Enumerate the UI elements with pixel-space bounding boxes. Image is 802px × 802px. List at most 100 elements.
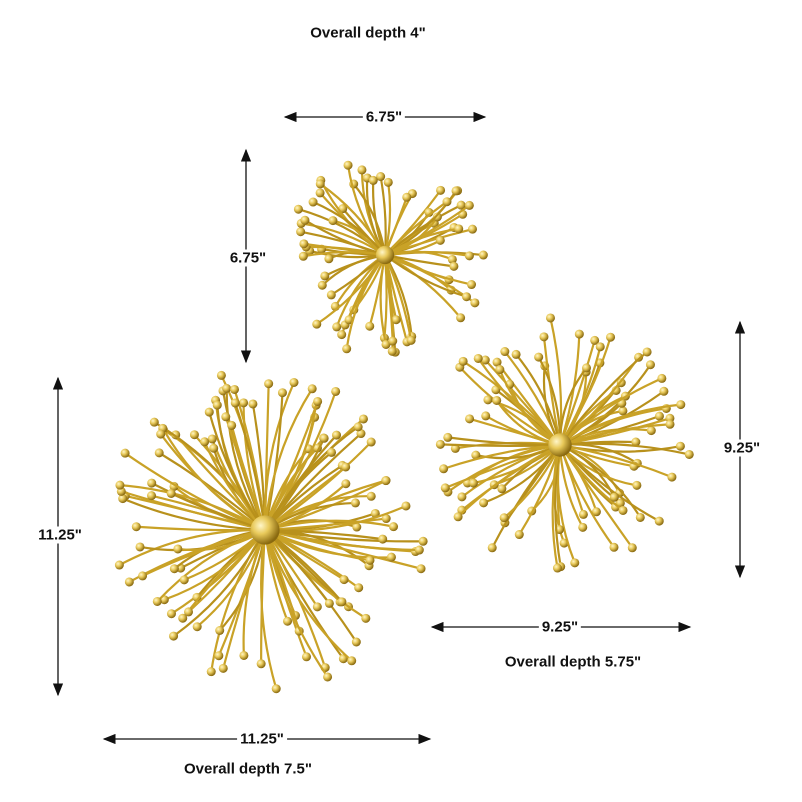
small-width-label: 6.75" <box>362 108 406 126</box>
ball-tip <box>453 512 463 522</box>
ball-tip <box>178 613 188 623</box>
ball-tip <box>458 356 468 366</box>
ball-tip <box>500 347 510 357</box>
ball-tip <box>312 319 322 329</box>
ball-tip <box>470 298 480 308</box>
ball-tip <box>337 330 347 340</box>
ball-tip <box>634 352 644 362</box>
ball-tip <box>221 412 231 422</box>
ball-tip <box>366 437 376 447</box>
ball-tip <box>365 321 375 331</box>
ball-tip <box>383 177 393 187</box>
ball-tip <box>120 448 130 458</box>
ball-tip <box>456 200 466 210</box>
ball-tip <box>609 492 619 502</box>
ball-tip <box>391 315 401 325</box>
ball-tip <box>192 592 202 602</box>
ball-tip <box>447 254 457 264</box>
large-depth-label: Overall depth 7.5" <box>181 760 315 778</box>
ball-tip <box>315 179 325 189</box>
large-height-label: 11.25" <box>35 526 85 544</box>
ball-tip <box>467 280 477 290</box>
ball-tip <box>339 575 349 585</box>
ball-tip <box>342 344 352 354</box>
ball-tip <box>179 575 189 585</box>
ball-tip <box>227 420 237 430</box>
ball-tip <box>381 339 391 349</box>
ball-tip <box>357 165 367 175</box>
ball-tip <box>307 384 317 394</box>
ball-tip <box>635 512 645 522</box>
ball-tip <box>293 204 303 214</box>
ball-tip <box>230 384 240 394</box>
ball-tip <box>492 357 502 367</box>
ball-tip <box>481 411 491 421</box>
ball-tip <box>483 395 493 405</box>
ball-tip <box>439 464 449 474</box>
ball-tip <box>456 313 466 323</box>
ball-tip <box>464 200 474 210</box>
ball-tip <box>402 192 412 202</box>
ball-tip <box>331 386 341 396</box>
ball-tip <box>166 609 176 619</box>
ball-tip <box>387 346 397 356</box>
ball-tip <box>676 400 686 410</box>
ball-tip <box>389 522 399 532</box>
ball-tip <box>609 542 619 552</box>
ball-tip <box>606 332 616 342</box>
ball-tip <box>166 489 176 499</box>
ball-tip <box>511 349 521 359</box>
ball-tip <box>222 383 232 393</box>
ball-tip <box>545 313 555 323</box>
ball-tip <box>365 555 375 565</box>
ball-tip <box>300 215 310 225</box>
ball-tip <box>442 197 452 207</box>
ball-tip <box>454 224 464 234</box>
ball-tip <box>149 417 159 427</box>
ball-tip <box>675 441 685 451</box>
ball-tip <box>432 212 442 222</box>
ball-tip <box>239 398 249 408</box>
ball-tip <box>350 498 360 508</box>
ball-tip <box>298 251 308 261</box>
ball-tip <box>574 329 584 339</box>
ball-tip <box>332 322 342 332</box>
ball-tip <box>328 216 338 226</box>
ball-tip <box>283 616 293 626</box>
ball-tip <box>332 430 342 440</box>
ball-tip <box>659 386 669 396</box>
ball-tip <box>480 355 490 365</box>
medium-width-label: 9.25" <box>538 618 582 636</box>
ball-tip <box>354 583 364 593</box>
ball-tip <box>214 651 224 661</box>
ball-tip <box>189 430 199 440</box>
ball-tip <box>315 188 325 198</box>
ball-tip <box>324 254 334 264</box>
ball-tip <box>337 597 347 607</box>
ball-tip <box>215 626 225 636</box>
small-starburst <box>293 160 488 357</box>
ball-tip <box>192 622 202 632</box>
ball-tip <box>654 516 664 526</box>
ball-tip <box>124 577 134 587</box>
ball-tip <box>492 395 502 405</box>
ball-tip <box>449 261 459 271</box>
ball-tip <box>200 437 210 447</box>
ball-tip <box>418 536 428 546</box>
ball-tip <box>312 602 322 612</box>
ball-tip <box>471 450 481 460</box>
ball-tip <box>324 598 334 608</box>
ball-tip <box>216 370 226 380</box>
ball-tip <box>156 429 166 439</box>
ball-tip <box>319 433 329 443</box>
ball-tip <box>435 439 445 449</box>
ball-tip <box>401 501 411 511</box>
ball-tip <box>381 476 391 486</box>
ball-tip <box>138 571 148 581</box>
ball-tip <box>552 563 562 573</box>
ball-tip <box>534 352 544 362</box>
ball-tip <box>308 197 318 207</box>
ball-tip <box>230 398 240 408</box>
ball-tip <box>358 414 368 424</box>
ball-tip <box>443 432 453 442</box>
